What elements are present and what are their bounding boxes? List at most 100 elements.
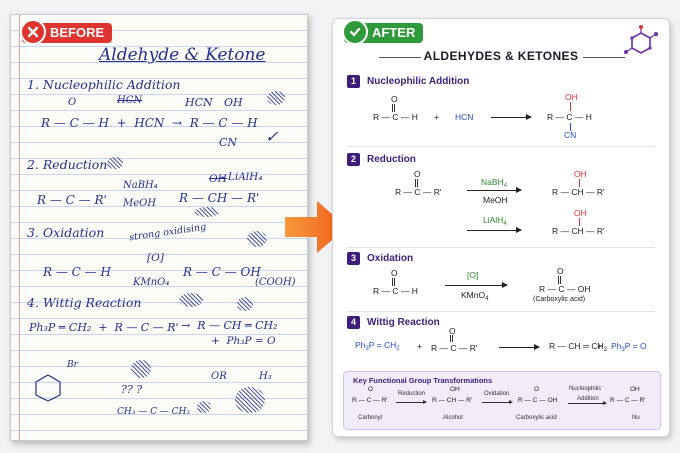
- s2-reagent-1: NaBH4: [481, 177, 508, 189]
- s3-note: (Carboxylic acid): [533, 296, 586, 303]
- section-title-4: Wittig Reaction: [367, 317, 440, 328]
- before-title: Aldehyde & Ketone: [99, 45, 266, 65]
- after-tag: AFTER: [342, 19, 424, 45]
- section-title-2: Reduction: [367, 154, 416, 165]
- scribble: [247, 231, 267, 247]
- summary-alcohol-label: Alcohol: [443, 415, 463, 421]
- after-tag-label: AFTER: [372, 25, 416, 40]
- before-section-1: 1. Nucleophilic Addition: [27, 77, 181, 92]
- s2-reagent-3: LiAlH4: [483, 215, 507, 227]
- before-section-3: 3. Oxidation: [27, 225, 105, 240]
- before-s4-byproduct: + Ph₃P = O: [211, 335, 276, 347]
- s2-oh-1: OH: [574, 169, 587, 179]
- title-rule-right: [583, 57, 625, 58]
- bond: [579, 179, 580, 187]
- section-title-1: Nucleophilic Addition: [367, 76, 470, 87]
- double-bond: [392, 104, 395, 112]
- s4-product: R — CH ═ CH2: [549, 341, 608, 353]
- s1-plus: +: [434, 112, 439, 122]
- s2-product-2: R — CH — R': [552, 226, 605, 236]
- summary-carbonyl: R — C — R': [352, 397, 388, 404]
- summary-alcohol-oh: OH: [450, 386, 460, 393]
- scribble: [179, 293, 203, 307]
- before-s3-equation: R — C — H: [43, 265, 111, 279]
- notebook-margin-line: [19, 15, 20, 440]
- s3-product: R — C — OH: [539, 284, 591, 294]
- s3-reactant: R — C — H: [373, 286, 418, 296]
- double-bond: [558, 276, 561, 284]
- summary-acid: R — C — OH: [518, 397, 558, 404]
- before-s1-cn: CN: [219, 136, 238, 149]
- scribble: [237, 297, 253, 311]
- summary-carbonyl-label: Carbonyl: [358, 415, 383, 421]
- summary-step-3b: Addition: [577, 396, 599, 402]
- double-bond: [415, 179, 418, 187]
- summary-carbonyl-o: O: [368, 386, 374, 393]
- s1-product: R — C — H: [547, 112, 592, 122]
- summary-acid-label: Carboxylic acid: [516, 415, 557, 421]
- before-s2-reagent-1: NaBH₄: [123, 180, 158, 191]
- summary-step-2: Oxidation: [484, 391, 510, 397]
- summary-step-1: Reduction: [398, 391, 426, 397]
- s1-cn: CN: [564, 130, 577, 140]
- s4-byproduct: Ph3P = O: [611, 341, 647, 353]
- after-clean-panel: ALDEHYDES & KETONES 1 Nucleophilic Addit…: [332, 18, 670, 437]
- section-number-4: 4: [347, 316, 360, 329]
- scribble: [235, 387, 265, 413]
- before-s4-equation: Ph₃P ═ CH₂ + R — C — R': [29, 321, 179, 334]
- before-s2-lialh4: - LiAlH₄: [221, 171, 263, 183]
- summary-arrow: [482, 400, 513, 404]
- reaction-arrow: [445, 282, 508, 288]
- before-tag-label: BEFORE: [50, 25, 105, 40]
- before-s4-br: Br: [67, 360, 78, 370]
- before-s1-o: O: [68, 97, 77, 108]
- summary-title: Key Functional Group Transformations: [353, 376, 493, 385]
- before-s4-question: ?? ?: [121, 383, 143, 396]
- summary-arrow: [396, 400, 427, 404]
- s1-reactant: R — C — H: [373, 112, 418, 122]
- bond: [570, 102, 571, 111]
- before-notebook-panel: Aldehyde & Ketone 1. Nucleophilic Additi…: [10, 14, 308, 441]
- section-divider: [347, 311, 655, 312]
- summary-step-3a: Nucleophilic: [569, 386, 602, 392]
- s4-plus-2: +: [597, 341, 602, 351]
- after-title: ALDEHYDES & KETONES: [423, 49, 579, 63]
- s3-reagent-1: [O]: [467, 270, 479, 280]
- before-s1-hcn: HCN: [185, 96, 213, 109]
- before-s2-equation: R — C — R': [37, 193, 107, 207]
- summary-arrow: [568, 401, 607, 405]
- before-s4-h3: H₃: [259, 371, 272, 382]
- s2-reagent-2: MeOH: [483, 195, 508, 205]
- summary-alcohol: R — CH — R': [432, 397, 473, 404]
- s3-product-o: O: [557, 266, 564, 276]
- before-s2-reagent-2: MeOH: [123, 198, 157, 209]
- section-number-1: 1: [347, 75, 360, 88]
- transform-arrow-icon: [285, 201, 347, 253]
- double-bond: [392, 278, 395, 286]
- reaction-arrow: [499, 344, 540, 350]
- scribble: [195, 207, 219, 217]
- s4-ketone: R — C — R': [431, 343, 478, 353]
- bond: [579, 218, 580, 226]
- before-s4-or: OR: [211, 371, 227, 382]
- section-number-3: 3: [347, 252, 360, 265]
- s2-product-1: R — CH — R': [552, 187, 605, 197]
- before-s2-product: R — CH — R': [179, 191, 260, 205]
- s4-plus: +: [417, 341, 422, 351]
- scribble: [107, 157, 123, 169]
- scribble: [267, 91, 285, 105]
- before-s3-cooh: (COOH): [255, 277, 296, 288]
- double-bond: [450, 335, 453, 342]
- s1-oh: OH: [565, 92, 578, 102]
- s1-o: O: [391, 94, 398, 104]
- section-number-2: 2: [347, 153, 360, 166]
- before-s3-reagent-1: [O]: [147, 252, 164, 264]
- section-divider: [347, 247, 655, 248]
- check-mark-icon: ✓: [265, 127, 279, 146]
- summary-nu: R — C — R': [610, 397, 646, 404]
- molecule-logo-icon: [624, 25, 658, 54]
- before-s1-hcn-struck: HCN: [117, 95, 143, 106]
- s4-ketone-o: O: [449, 326, 456, 336]
- section-title-3: Oxidation: [367, 253, 414, 264]
- summary-acid-o: O: [534, 386, 540, 393]
